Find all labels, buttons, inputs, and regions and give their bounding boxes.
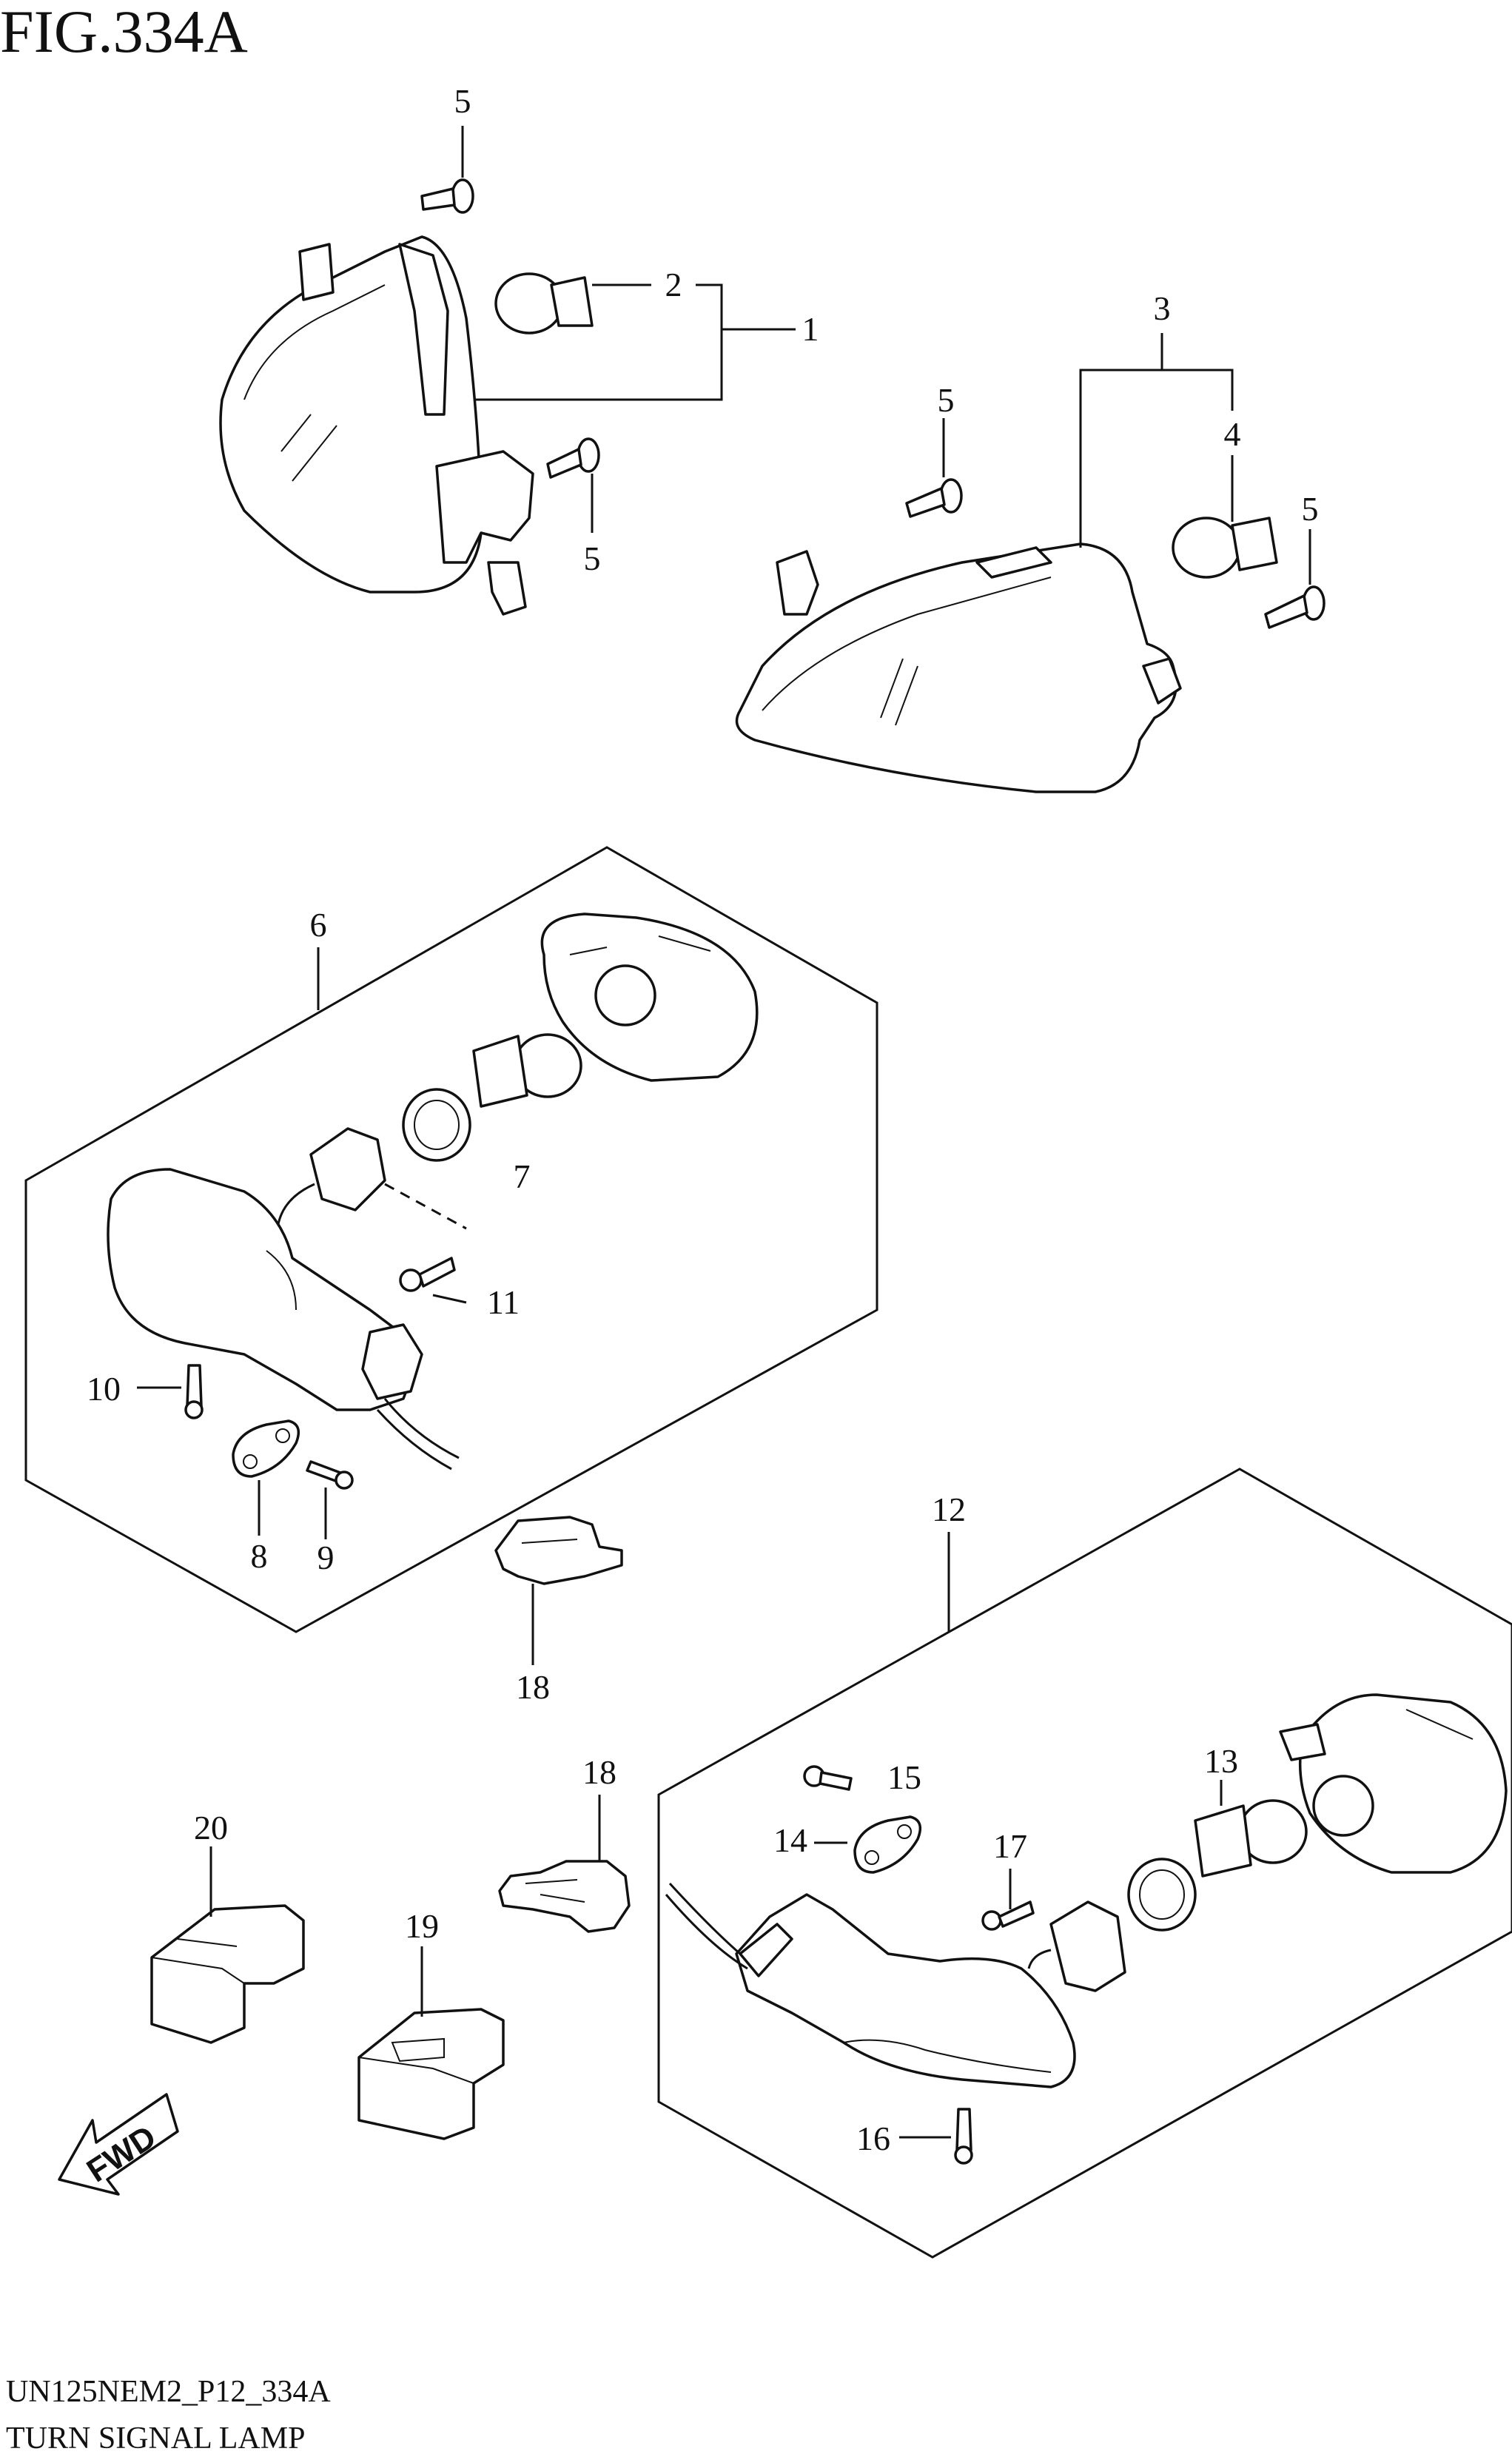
- assembly-box-6: [24, 846, 878, 1633]
- callout-12: 12: [932, 1490, 966, 1528]
- rear-lens-6: [540, 912, 759, 1082]
- callout-5b: 5: [584, 540, 601, 577]
- callout-20: 20: [194, 1809, 228, 1846]
- relay-20: [150, 1904, 305, 2044]
- callout-16: 16: [856, 2120, 890, 2157]
- rear-turn-signal-body-12: [665, 1882, 1076, 2088]
- bulb-2: [494, 272, 594, 335]
- front-turn-signal-right: [735, 542, 1182, 793]
- screw-11: [399, 1257, 456, 1292]
- callout-2: 2: [665, 266, 682, 303]
- plate-8: [232, 1419, 300, 1478]
- bulb-4: [1172, 517, 1278, 579]
- callout-18a: 18: [516, 1668, 550, 1706]
- callout-9: 9: [317, 1539, 335, 1576]
- callout-19: 19: [405, 1907, 439, 1945]
- rear-turn-signal-body-6: [107, 1168, 460, 1470]
- socket-12: [1027, 1900, 1126, 1992]
- screw-9: [306, 1460, 354, 1490]
- callout-6: 6: [310, 906, 327, 944]
- callout-14: 14: [773, 1821, 807, 1859]
- front-turn-signal-left: [219, 235, 534, 616]
- figure-caption: TURN SIGNAL LAMP: [6, 2421, 305, 2456]
- bulb-7: [472, 1033, 582, 1108]
- rear-lens-12: [1279, 1693, 1508, 1874]
- screw-5d: [1264, 585, 1325, 629]
- callout-8: 8: [251, 1537, 268, 1575]
- screw-5b: [546, 437, 600, 479]
- fwd-arrow-icon: FWD: [58, 2093, 179, 2196]
- figure-title: FIG.334A: [0, 0, 248, 65]
- drawing-code: UN125NEM2_P12_334A: [6, 2375, 331, 2409]
- callout-10: 10: [87, 1370, 121, 1408]
- screw-5a: [420, 178, 474, 214]
- screw-15: [803, 1765, 853, 1791]
- clip-18-lower: [498, 1860, 631, 1933]
- callout-4: 4: [1224, 415, 1241, 453]
- callout-3: 3: [1154, 289, 1171, 327]
- screw-17: [981, 1900, 1035, 1931]
- screw-10: [184, 1364, 204, 1419]
- callout-17: 17: [993, 1827, 1027, 1865]
- gasket-ring-12: [1127, 1858, 1197, 1932]
- callout-5c: 5: [938, 381, 955, 419]
- callout-13: 13: [1204, 1742, 1238, 1780]
- callout-1: 1: [802, 310, 819, 348]
- gasket-ring: [402, 1088, 471, 1162]
- callout-5a: 5: [454, 82, 471, 120]
- screw-5c: [905, 478, 963, 518]
- callout-18b: 18: [582, 1753, 616, 1791]
- callout-11: 11: [487, 1283, 520, 1321]
- callout-7: 7: [514, 1157, 531, 1195]
- callout-5d: 5: [1302, 490, 1319, 528]
- bulb-13: [1194, 1799, 1308, 1878]
- assembly-box-12: [657, 1468, 1512, 2259]
- clip-18-upper: [494, 1516, 623, 1585]
- relay-19: [357, 2008, 505, 2140]
- callout-15: 15: [887, 1758, 921, 1796]
- screw-16: [954, 2108, 973, 2165]
- plate-14: [853, 1815, 922, 1874]
- socket-wire: [276, 1127, 467, 1230]
